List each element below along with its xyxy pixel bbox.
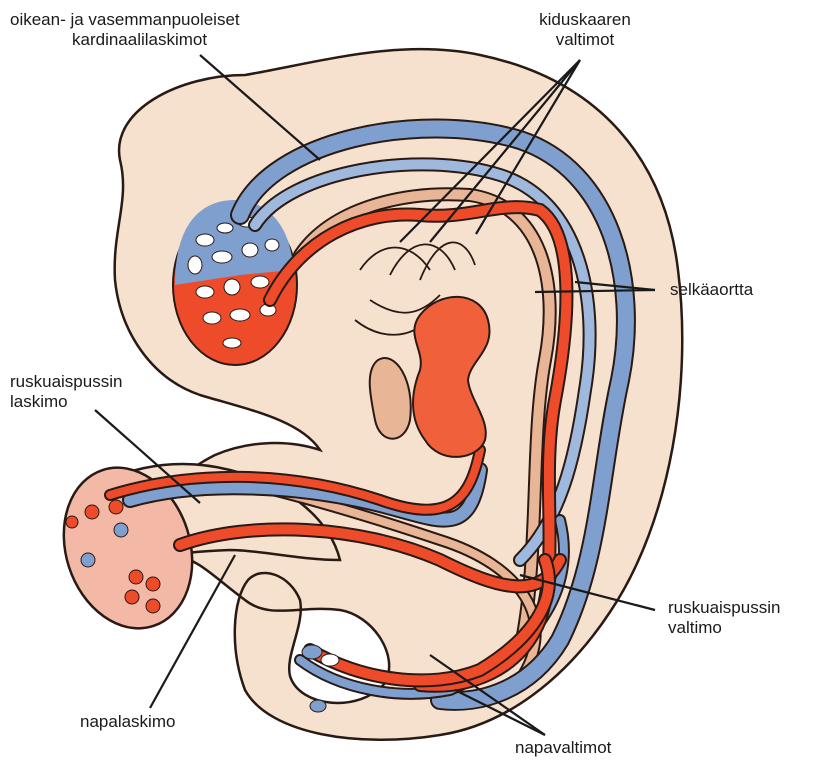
label-umb-vein-line1: napalaskimo bbox=[80, 712, 175, 732]
label-yolk-vein-line1: ruskuaispussin bbox=[10, 372, 122, 392]
label-yolk-vein-line2: laskimo bbox=[10, 392, 122, 412]
label-dorsal-aorta: selkäaortta bbox=[670, 280, 753, 300]
label-gill-line2: valtimot bbox=[520, 30, 650, 50]
label-aorta-line1: selkäaortta bbox=[670, 280, 753, 300]
label-yolk-artery-line1: ruskuaispussin bbox=[668, 598, 780, 618]
label-cardinal-veins: oikean- ja vasemmanpuoleiset kardinaalil… bbox=[10, 10, 240, 50]
label-cardinal-line1: oikean- ja vasemmanpuoleiset bbox=[10, 10, 240, 30]
label-yolk-vein: ruskuaispussin laskimo bbox=[10, 372, 122, 412]
label-umbilical-vein: napalaskimo bbox=[80, 712, 175, 732]
label-gill-line1: kiduskaaren bbox=[520, 10, 650, 30]
label-yolk-artery: ruskuaispussin valtimo bbox=[668, 598, 780, 638]
label-gill-arch-arteries: kiduskaaren valtimot bbox=[520, 10, 650, 50]
label-umb-arteries-line1: napavaltimot bbox=[515, 738, 611, 758]
label-cardinal-line2: kardinaalilaskimot bbox=[10, 30, 240, 50]
label-yolk-artery-line2: valtimo bbox=[668, 618, 780, 638]
label-umbilical-arteries: napavaltimot bbox=[515, 738, 611, 758]
